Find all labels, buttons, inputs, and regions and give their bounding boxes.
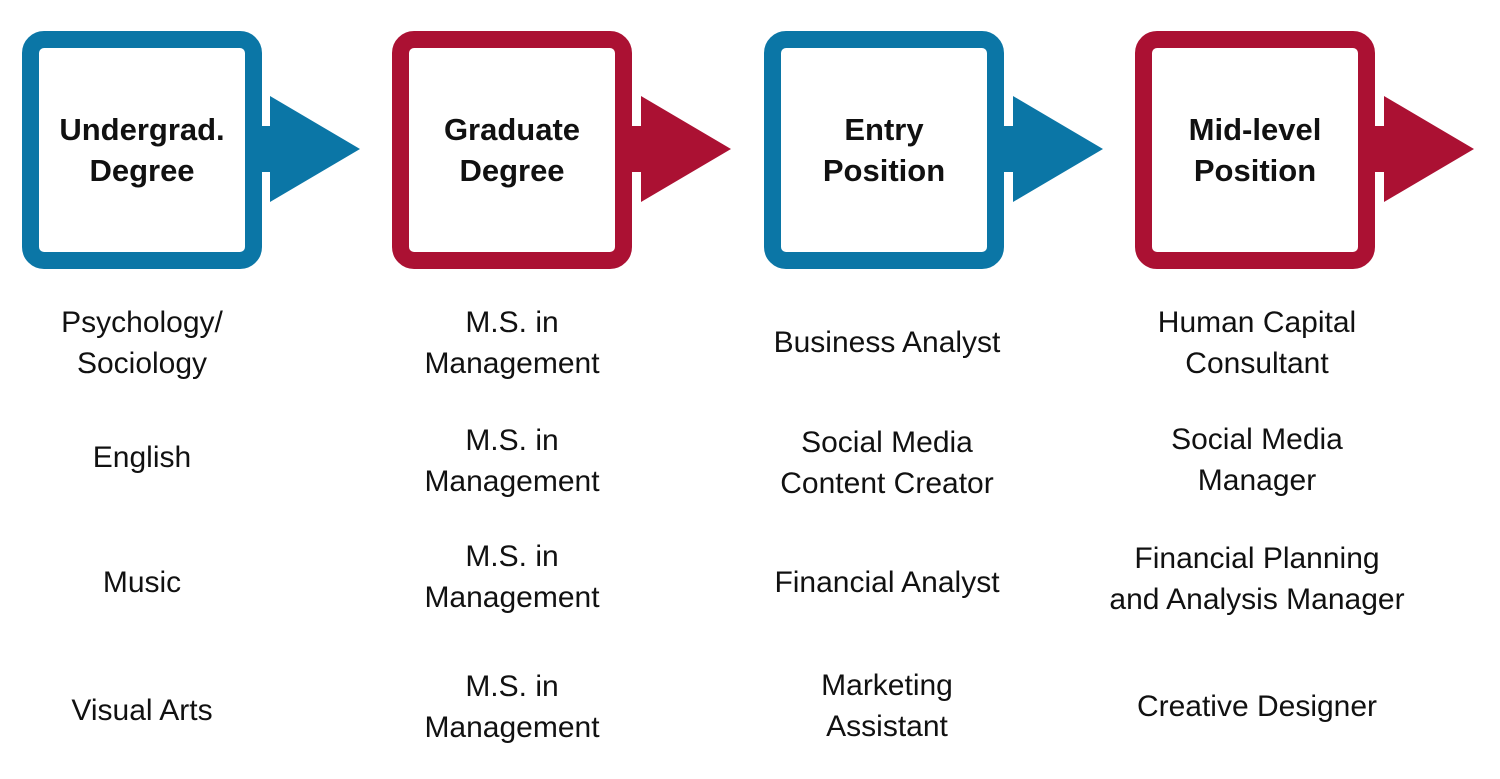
path-cell: M.S. in Management <box>424 424 600 498</box>
step-title: Mid-level Position <box>1188 112 1322 188</box>
path-cell: M.S. in Management <box>424 670 600 744</box>
step-title: Entry Position <box>822 112 946 188</box>
arrow-right-icon <box>1374 96 1474 202</box>
path-cell: Social Media Content Creator <box>780 426 994 500</box>
step-box-entry-position: Entry Position <box>764 31 1004 269</box>
path-cell: Business Analyst <box>773 326 1001 359</box>
step-title: Graduate Degree <box>443 112 581 188</box>
path-cell: Visual Arts <box>71 694 213 727</box>
step-title: Undergrad. Degree <box>59 112 225 188</box>
path-cell: Financial Planning and Analysis Manager <box>1109 542 1405 616</box>
path-cell: English <box>92 441 192 474</box>
path-cell: Financial Analyst <box>774 566 1000 599</box>
arrow-right-icon <box>631 96 731 202</box>
path-cell: Psychology/ Sociology <box>61 306 223 380</box>
path-cell: Marketing Assistant <box>821 669 953 743</box>
path-cell: M.S. in Management <box>424 540 600 614</box>
path-cell: Social Media Manager <box>1171 423 1343 497</box>
step-box-mid-level-position: Mid-level Position <box>1135 31 1375 269</box>
path-cell: Music <box>102 566 182 599</box>
path-cell: Human Capital Consultant <box>1157 306 1357 380</box>
arrow-right-icon <box>260 96 360 202</box>
path-cell: M.S. in Management <box>424 306 600 380</box>
step-box-undergrad-degree: Undergrad. Degree <box>22 31 262 269</box>
step-box-graduate-degree: Graduate Degree <box>392 31 632 269</box>
path-cell: Creative Designer <box>1136 690 1378 723</box>
arrow-right-icon <box>1003 96 1103 202</box>
